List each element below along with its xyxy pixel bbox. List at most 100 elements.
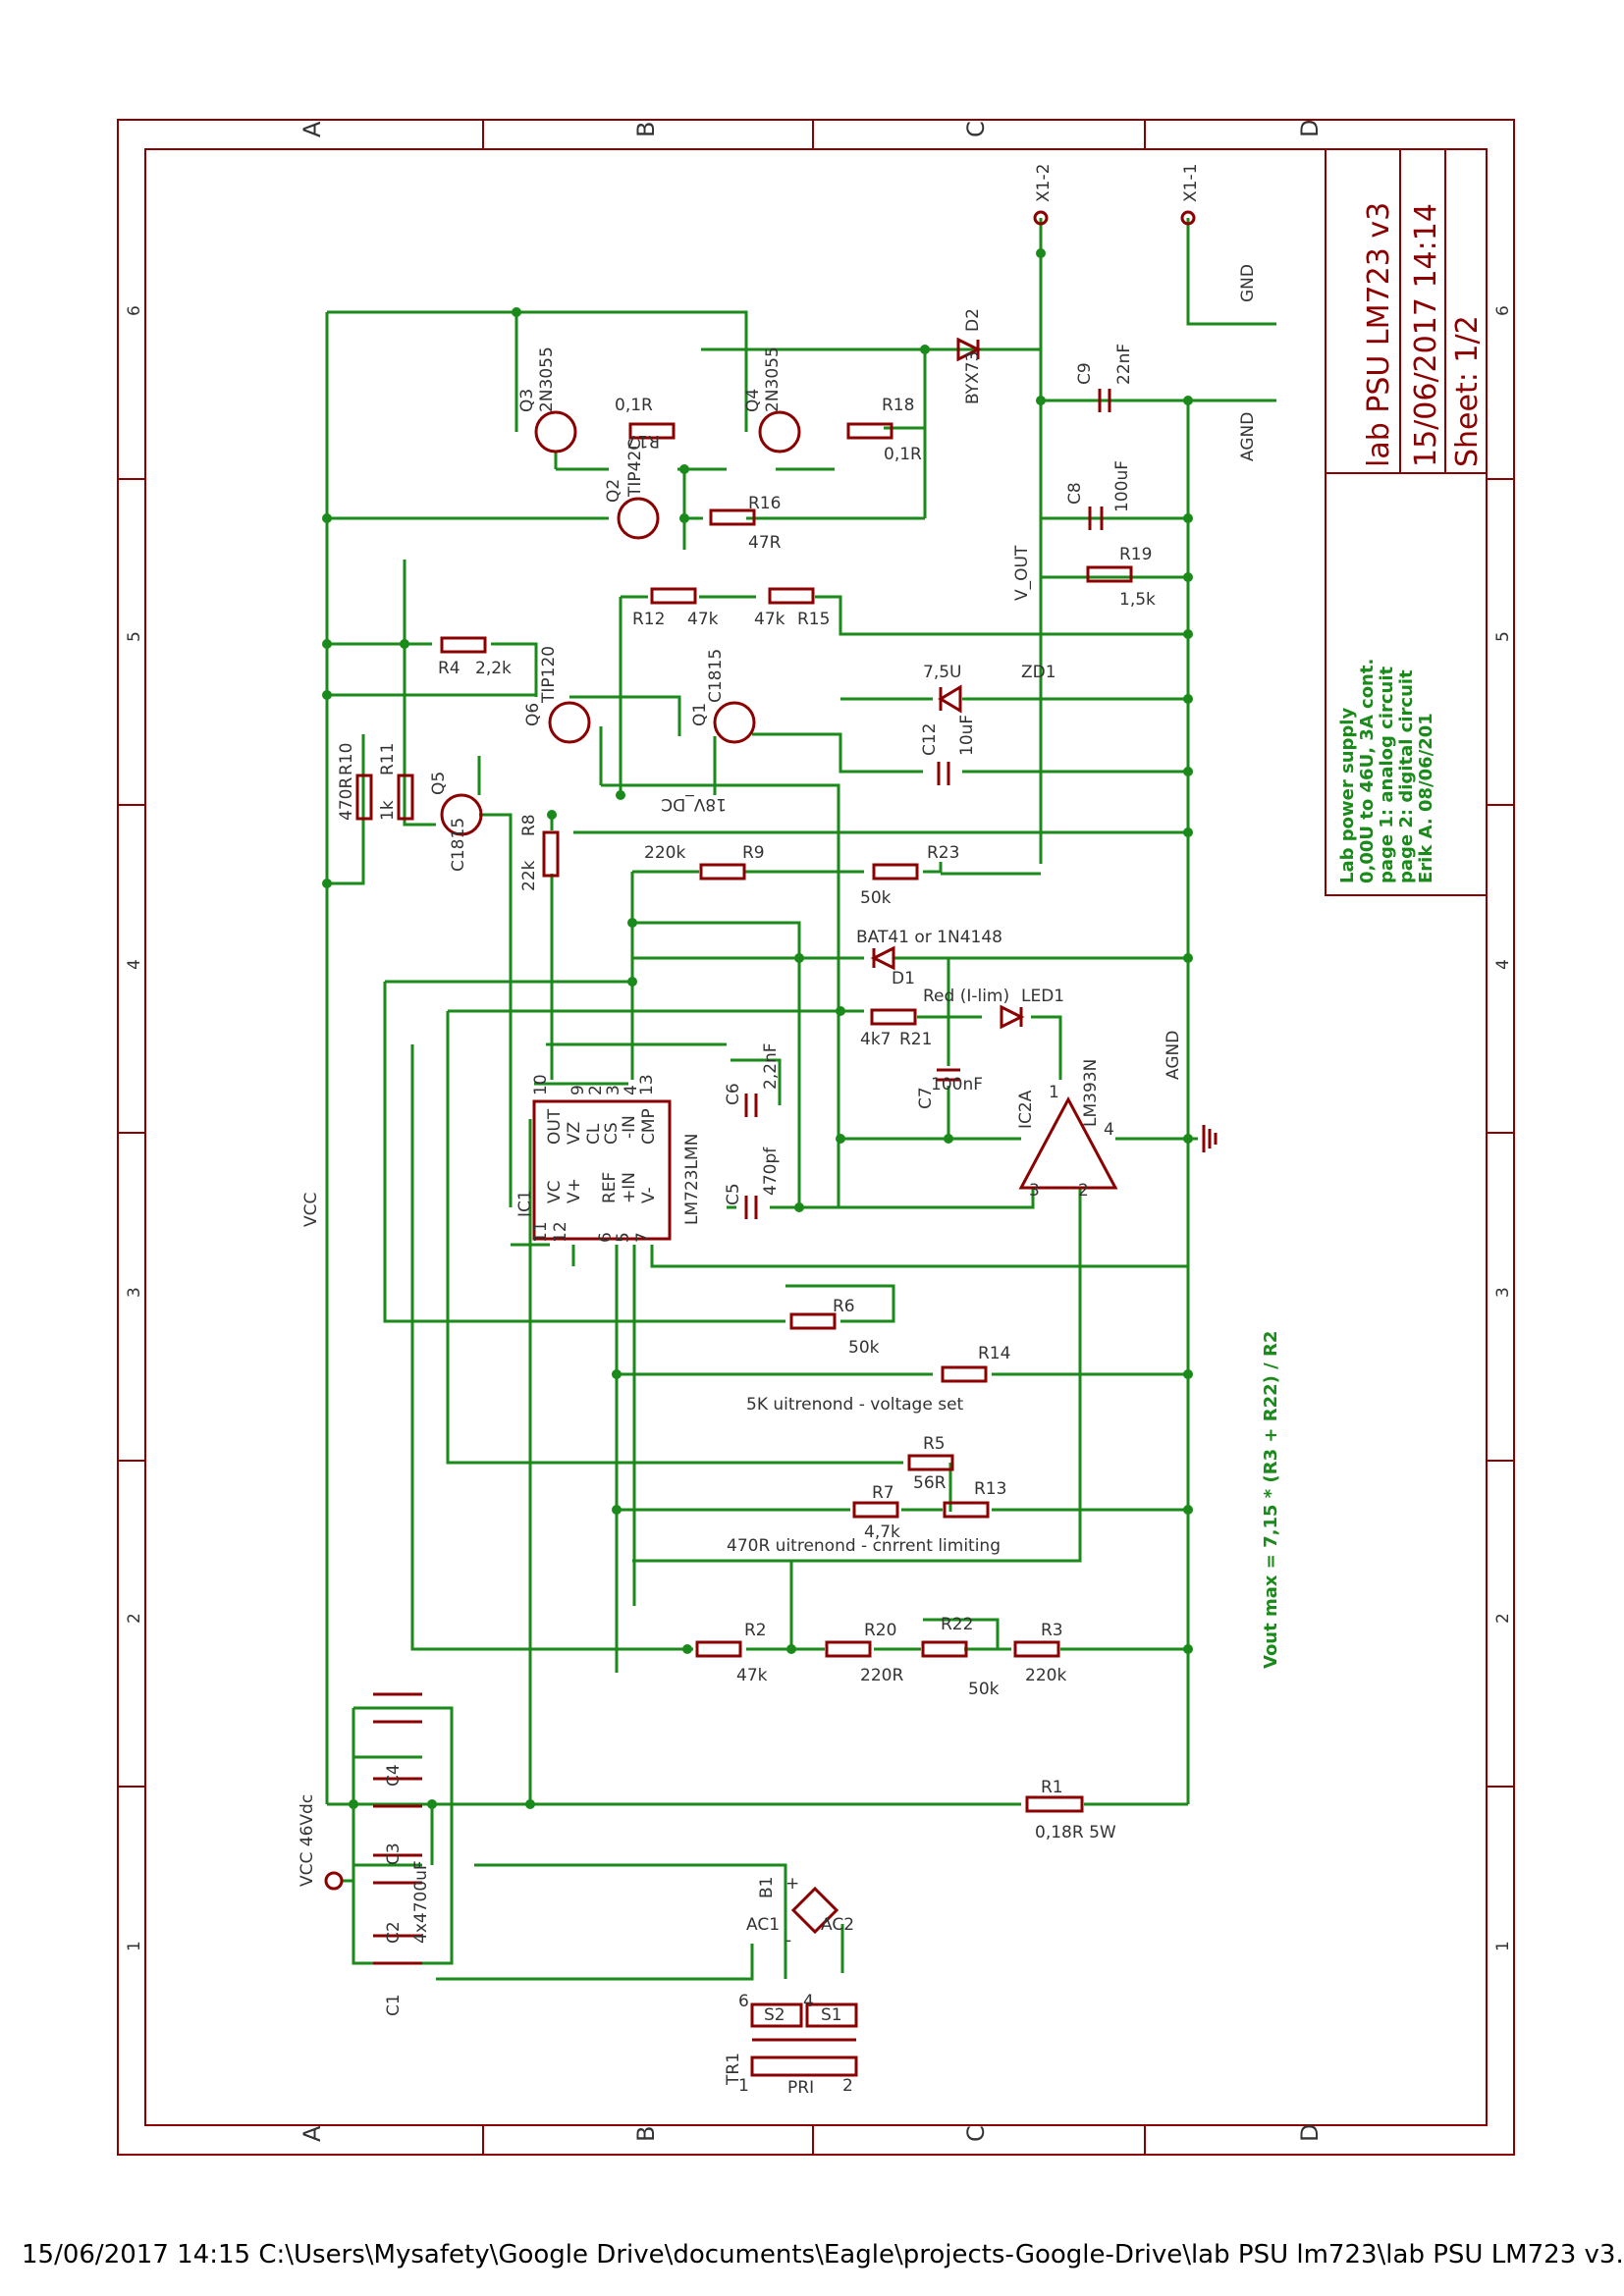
resistor-r19	[1086, 565, 1133, 583]
label-zd1: ZD1	[1021, 663, 1056, 682]
title-block: lab PSU LM723 v3 15/06/2017 14:14 Sheet:…	[1325, 148, 1488, 896]
label-r22: R22	[941, 1615, 973, 1634]
col-label: A	[298, 121, 326, 137]
label-r8-value: 22k	[519, 860, 539, 891]
label-r1: R1	[1041, 1778, 1063, 1797]
capacitor-c12	[937, 762, 950, 785]
label-r13-value: 470R uitrenond - cnrrent limiting	[727, 1536, 1001, 1556]
label-r14-value: 5K uitrenond - voltage set	[746, 1395, 964, 1415]
label-q5: Q5	[429, 772, 449, 795]
label-r16: R16	[748, 494, 781, 513]
transistor-q3	[534, 410, 577, 454]
label-r5-value: 56R	[913, 1473, 947, 1493]
diode-d2	[956, 337, 982, 362]
resistor-r16	[709, 508, 756, 526]
label-c7: C7	[916, 1087, 936, 1109]
label-d1-value: BAT41 or 1N4148	[856, 928, 1002, 947]
label-q1-value: C1815	[706, 649, 726, 703]
net-x1-2: X1-2	[1034, 164, 1054, 202]
ic1-pin-label: REF	[600, 1172, 620, 1203]
label-c5: C5	[724, 1183, 743, 1205]
potentiometer-r6	[789, 1312, 837, 1330]
ic1-pin-number: 10	[531, 1074, 551, 1095]
ic1-part: LM723LMN	[682, 1134, 702, 1225]
label-led1: LED1	[1021, 987, 1064, 1006]
label-c12: C12	[920, 722, 940, 756]
label-r10: R10	[337, 743, 356, 775]
file-path-footer: 15/06/2017 14:15 C:\Users\Mysafety\Googl…	[22, 2240, 1624, 2269]
row-label: 6	[1493, 305, 1513, 316]
col-label: C	[962, 2125, 990, 2142]
resistor-r12	[650, 587, 697, 605]
label-r9-value: 220k	[644, 843, 685, 863]
label-c8: C8	[1065, 482, 1085, 505]
ic2-pin-number: 1	[1049, 1083, 1059, 1102]
resistor-r20	[825, 1640, 872, 1658]
capacitor-bank	[373, 1692, 422, 1965]
label-q6: Q6	[523, 703, 543, 726]
label-c9-value: 22nF	[1114, 344, 1134, 385]
diode-d1	[870, 945, 895, 971]
label-q2: Q2	[604, 479, 623, 503]
net-18v-dc: 18V_DC	[661, 794, 727, 814]
terminal-x1-1	[1180, 210, 1196, 226]
label-r19-value: 1,5k	[1119, 590, 1156, 610]
label-r20-value: 220R	[860, 1666, 903, 1685]
net-vcc: VCC	[301, 1193, 321, 1227]
label-r17: R17	[627, 431, 660, 451]
col-label: C	[962, 121, 990, 137]
ic1-pin-label: CS	[602, 1122, 622, 1145]
note-line: Lab power supply	[1337, 708, 1358, 883]
ic2-pin-number: 4	[1104, 1120, 1114, 1140]
col-label: A	[298, 2125, 326, 2142]
label-r12-value: 47k	[687, 610, 719, 629]
label-q4-value: 2N3055	[763, 347, 783, 412]
resistor-r21	[870, 1008, 917, 1026]
potentiometer-r23	[872, 863, 919, 881]
ic1-pin-number: 6	[596, 1232, 616, 1243]
label-b1-minus: -	[785, 1931, 791, 1950]
label-r10-value: 470R	[337, 777, 356, 821]
row-label: 4	[1493, 959, 1513, 970]
terminal-x1-2	[1033, 210, 1049, 226]
ic1-pin-label: V-	[639, 1187, 659, 1203]
label-c7-value: 100nF	[931, 1075, 983, 1095]
transistor-q1	[713, 701, 756, 744]
label-s2: S2	[764, 2005, 785, 2025]
description-note: Lab power supply 0,00U to 46U, 3A cont. …	[1337, 659, 1436, 883]
label-q3: Q3	[517, 389, 537, 412]
label-r3: R3	[1041, 1621, 1063, 1640]
transistor-q4	[758, 410, 801, 454]
label-r18-value: 0,1R	[884, 445, 922, 464]
ic-labels: IC1 LM723LMN VC V+ REF +IN -IN V- OUT VZ…	[515, 1059, 1114, 1243]
ic1-pin-label: VZ	[565, 1122, 584, 1145]
drawing-frame	[117, 119, 1515, 2156]
label-c9: C9	[1075, 362, 1095, 385]
label-r22-value: 50k	[968, 1680, 1000, 1699]
label-r6: R6	[833, 1297, 855, 1316]
note-line: page 1: analog circuit	[1377, 666, 1397, 883]
ic1-pin-label: V+	[565, 1178, 584, 1203]
label-led1-value: Red (I-lim)	[923, 987, 1009, 1006]
wires	[325, 218, 1276, 1981]
net-labels: VCC VCC 46Vdc AGND AGND GND V_OUT 18V_DC…	[298, 164, 1258, 1887]
label-r23: R23	[927, 843, 959, 863]
transistor-q2	[617, 497, 660, 540]
net-vcc-46: VCC 46Vdc	[298, 1794, 317, 1887]
component-labels: Q3 2N3055 Q4 2N3055 Q2 TIP42C R17 0,1R R…	[337, 308, 1156, 2098]
label-zd1-value: 7,5U	[923, 663, 961, 682]
comparator-ic2a	[1018, 1095, 1118, 1190]
resistor-r18	[846, 422, 893, 440]
label-c1: C1	[384, 1994, 404, 2016]
row-label: 1	[1493, 1941, 1513, 1951]
capacitor-c9	[1098, 389, 1111, 412]
led-led1	[1000, 1004, 1025, 1030]
label-c5-value: 470pf	[761, 1147, 781, 1196]
resistor-r17	[628, 422, 676, 440]
parts	[324, 210, 1218, 2077]
title-text: lab PSU LM723 v3	[1362, 202, 1396, 467]
label-c3: C3	[384, 1842, 404, 1865]
formula-note: Vout max = 7,15 * (R3 + R22) / R2	[1261, 1331, 1281, 1669]
junctions	[322, 248, 1193, 1809]
